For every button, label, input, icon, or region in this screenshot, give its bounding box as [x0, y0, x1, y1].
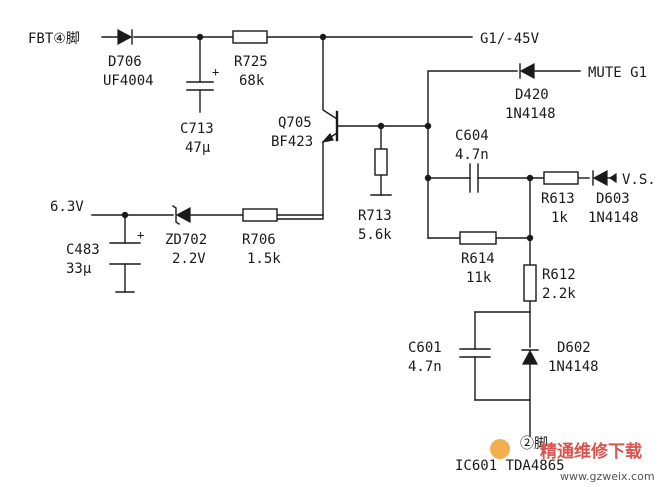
d603-value: 1N4148 [588, 210, 639, 226]
net-vs-label: V.S. [622, 172, 656, 188]
q705-value: BF423 [271, 134, 313, 150]
junction-c713 [196, 33, 204, 41]
r706-ref: R706 [242, 232, 276, 248]
r613-value: 1k [551, 210, 568, 226]
c483-capacitor-symbol [109, 242, 141, 265]
c483-ref: C483 [66, 242, 100, 258]
junction-r713 [377, 122, 385, 130]
c604-capacitor-symbol [469, 163, 479, 193]
c713-value: 47μ [185, 140, 211, 156]
net-63v-label: 6.3V [50, 199, 84, 215]
c713-capacitor-symbol [186, 81, 214, 91]
junction-q705-collector [319, 33, 327, 41]
d602-diode-symbol [521, 349, 539, 365]
r725-ref: R725 [234, 54, 268, 70]
r613-resistor-symbol [543, 171, 579, 185]
r725-value: 68k [239, 73, 265, 89]
watermark-logo-icon [490, 439, 510, 459]
junction-c483 [121, 211, 129, 219]
d706-diode-symbol [117, 28, 133, 46]
c601-ref: C601 [408, 340, 442, 356]
c713-plus: + [212, 65, 219, 79]
r713-ref: R713 [358, 208, 392, 224]
r706-resistor-symbol [242, 208, 278, 222]
r614-value: 11k [466, 270, 492, 286]
d706-ref: D706 [108, 54, 142, 70]
junction-c604-left [424, 174, 432, 182]
wire-q705-collector [322, 36, 338, 120]
r725-resistor-symbol [232, 30, 268, 44]
d603-ref: D603 [596, 191, 630, 207]
watermark: 精通维修下载 www.gzweix.com [490, 439, 655, 483]
r614-resistor-symbol [459, 231, 497, 245]
c483-value: 33μ [66, 261, 92, 277]
q705-ref: Q705 [278, 115, 312, 131]
d602-ref: D602 [557, 340, 591, 356]
ic-name-label: IC601 TDA4865 [455, 458, 565, 474]
zd702-ref: ZD702 [165, 232, 207, 248]
watermark-url: www.gzweix.com [560, 470, 655, 483]
c601-value: 4.7n [408, 359, 442, 375]
net-g1-label: G1/-45V [480, 31, 540, 47]
c604-value: 4.7n [455, 147, 489, 163]
r713-value: 5.6k [358, 227, 392, 243]
net-fbt-label: FBT④脚 [28, 31, 80, 47]
r614-ref: R614 [461, 251, 495, 267]
vs-terminal-arrow [608, 172, 617, 184]
junction-r614-right [526, 234, 534, 242]
c601-capacitor-symbol [459, 348, 491, 358]
zd702-value: 2.2V [172, 251, 206, 267]
ic-pin-label: ②脚 [520, 436, 548, 452]
junction-c604-right [526, 174, 534, 182]
d602-value: 1N4148 [548, 359, 599, 375]
c604-ref: C604 [455, 128, 489, 144]
junction-dots [121, 33, 534, 242]
junction-base-node [424, 122, 432, 130]
d420-value: 1N4148 [505, 106, 556, 122]
r612-value: 2.2k [542, 286, 576, 302]
d420-ref: D420 [515, 87, 549, 103]
c483-plus: + [137, 228, 144, 242]
d706-value: UF4004 [103, 73, 154, 89]
d420-diode-symbol [519, 62, 535, 80]
labels: FBT④脚 G1/-45V MUTE G1 V.S. 6.3V ②脚 IC601… [28, 31, 656, 474]
c713-ref: C713 [180, 121, 214, 137]
r612-resistor-symbol [523, 264, 537, 302]
net-mute-label: MUTE G1 [588, 65, 647, 81]
r706-value: 1.5k [247, 251, 281, 267]
d603-diode-symbol [592, 169, 608, 187]
q705-transistor-symbol [321, 110, 339, 143]
r713-resistor-symbol [374, 148, 388, 176]
wire-d420-node [427, 70, 518, 239]
r612-ref: R612 [542, 267, 576, 283]
r613-ref: R613 [541, 191, 575, 207]
zd702-zener-symbol [172, 205, 191, 225]
watermark-title: 精通维修下载 [540, 441, 642, 462]
